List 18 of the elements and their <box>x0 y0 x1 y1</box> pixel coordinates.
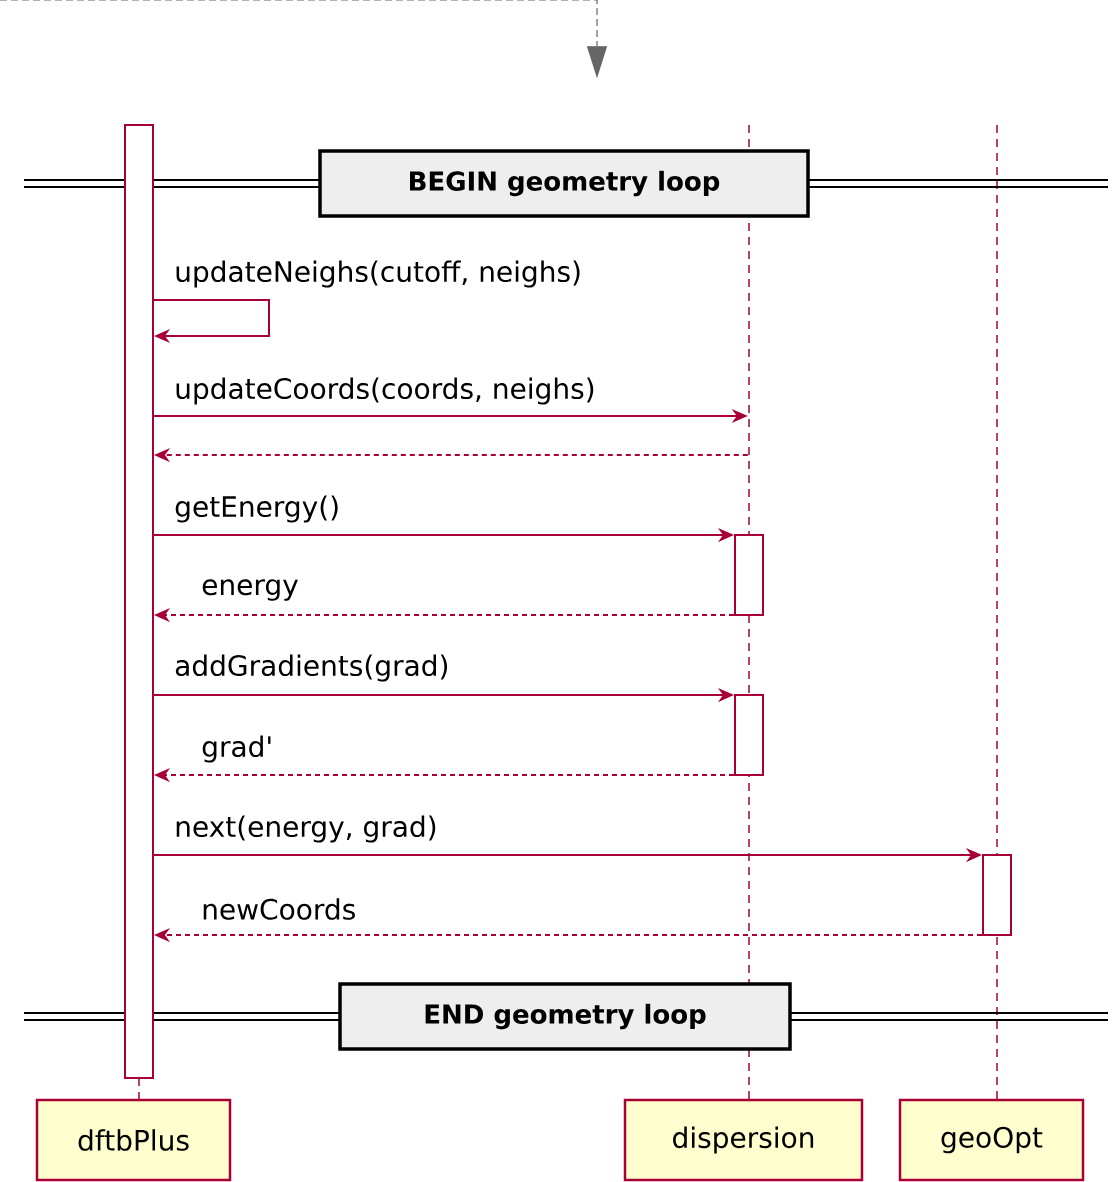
message-label: addGradients(grad) <box>173 653 451 683</box>
section-divider: BEGIN geometry loop <box>23 149 1109 218</box>
activation-bar <box>124 124 154 1079</box>
message-label: newCoords <box>200 897 358 921</box>
self-message-arrow <box>153 299 270 344</box>
message-label: updateNeighs(cutoff, neighs) <box>173 259 583 289</box>
message-label: next(energy, grad) <box>173 814 439 844</box>
activation-bar <box>982 854 1012 936</box>
message-label: getEnergy() <box>173 494 342 524</box>
message-label: grad' <box>200 734 275 764</box>
participant-box: geoOpt <box>898 1098 1085 1182</box>
activation-bar <box>734 534 764 616</box>
message-label: updateCoords(coords, neighs) <box>173 376 597 406</box>
participant-box: dispersion <box>623 1098 864 1182</box>
message-label: energy <box>200 578 300 602</box>
activation-bar <box>734 694 764 776</box>
section-divider: END geometry loop <box>23 982 1109 1051</box>
participant-box: dftbPlus <box>35 1077 232 1182</box>
